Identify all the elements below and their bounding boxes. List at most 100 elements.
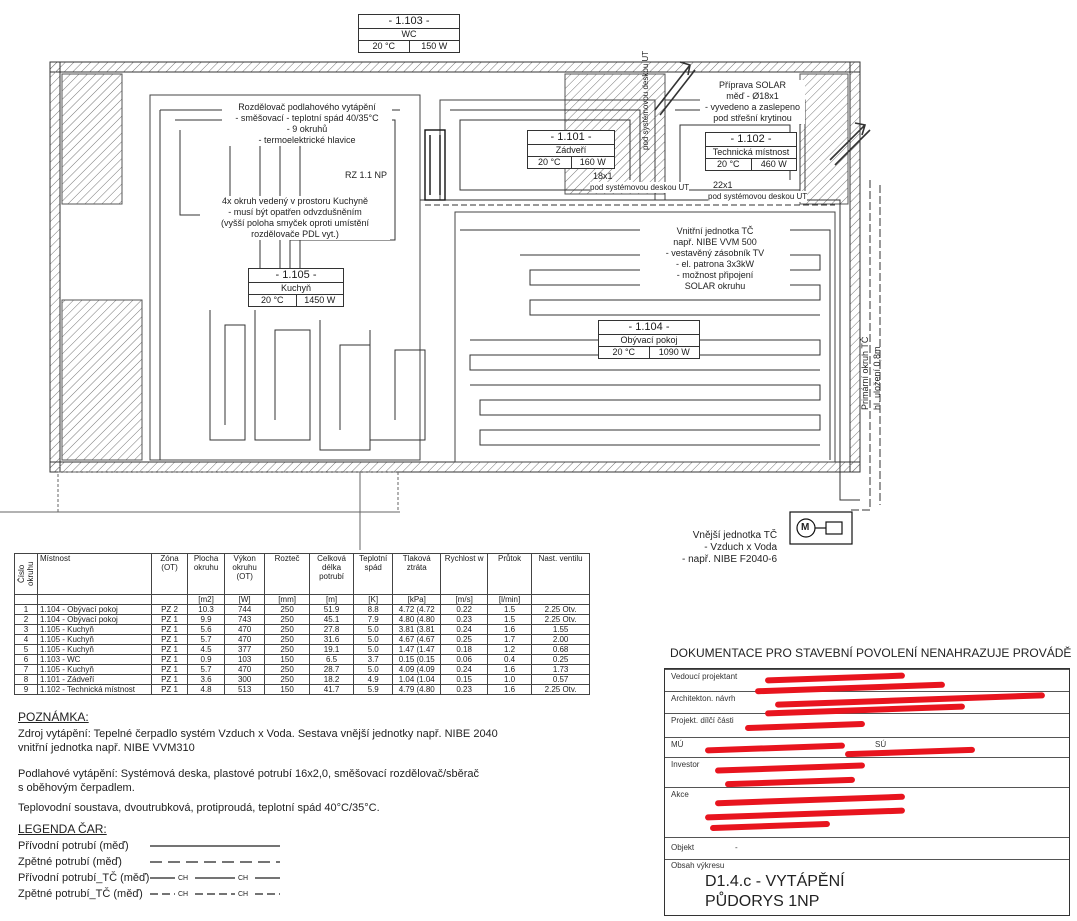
room-power: 150 W (421, 41, 448, 51)
table-cell: 5.0 (353, 664, 394, 675)
field-su: SÚ (875, 740, 887, 749)
room-name: Obývací pokoj (599, 335, 699, 347)
legend-item-supply-tc: Přívodní potrubí_TČ (měď) (18, 872, 150, 884)
pipe-18-label: 18x1 (593, 171, 613, 181)
rz-label: RZ 1.1 NP (345, 170, 388, 180)
table-cell: PZ 1 (150, 664, 189, 675)
table-cell: 1.73 (531, 664, 590, 675)
redaction-mark (724, 776, 856, 788)
table-cell: 28.7 (308, 664, 355, 675)
solar-line: - vyvedeno a zaslepeno (704, 102, 801, 112)
table-cell: 5.0 (353, 644, 394, 655)
table-unit-cell: [mm] (264, 594, 310, 605)
room-power: 460 W (760, 159, 787, 169)
table-cell: 1.04 (1.04 (392, 674, 442, 685)
circuit-table: Číslo okruhu Místnost Zóna (OT) Plocha o… (14, 553, 590, 695)
table-cell: 5.7 (187, 634, 225, 645)
table-cell: 1.105 - Kuchyň (37, 664, 152, 675)
table-cell: PZ 1 (150, 654, 189, 665)
legend-ch-mark-2: CH (238, 875, 249, 882)
field-akce: Akce (671, 790, 689, 799)
table-cell: PZ 2 (150, 604, 189, 615)
table-cell: 19.1 (308, 644, 355, 655)
table-cell: 250 (264, 624, 310, 635)
table-cell: 1.104 - Obývací pokoj (37, 614, 152, 625)
title-block-header: DOKUMENTACE PRO STAVEBNÍ POVOLENÍ NENAHR… (670, 646, 1072, 660)
room-name: Zádveří (528, 145, 614, 157)
table-cell: PZ 1 (150, 634, 189, 645)
redaction-mark (714, 762, 866, 774)
table-cell: 2.25 Otv. (531, 604, 590, 615)
manifold-line: Rozdělovač podlahového vytápění (238, 102, 376, 112)
manifold-line: - termoelektrické hlavice (258, 135, 356, 145)
manifold-line: - směšovací - teplotní spád 40/35°C (235, 113, 379, 123)
th-length: Celková délka potrubí (308, 553, 355, 595)
arrows (654, 61, 871, 166)
notes-source-2: vnitřní jednotka např. NIBE VVM310 (18, 742, 195, 754)
table-cell: 6 (14, 654, 38, 665)
th-pressure: Tlaková ztráta (392, 553, 442, 595)
solar-note: Příprava SOLAR měď - Ø18x1 - vyvedeno a … (700, 80, 805, 124)
room-id: - 1.104 - (599, 321, 699, 335)
th-velocity: Rychlost w (440, 553, 488, 595)
table-cell: 0.4 (486, 654, 533, 665)
table-cell: 150 (264, 654, 310, 665)
redaction-mark (704, 807, 906, 821)
table-cell: 2.25 Otv. (531, 614, 590, 625)
table-cell: 8.8 (353, 604, 394, 615)
table-unit-cell (150, 594, 189, 605)
table-cell: PZ 1 (150, 624, 189, 635)
table-cell: 1.102 - Technická místnost (37, 684, 152, 695)
manifold-line: - 9 okruhů (286, 124, 328, 134)
field-obsah: Obsah výkresu (671, 861, 725, 870)
kitchen-note: 4x okruh vedený v prostoru Kuchyně - mus… (200, 196, 390, 240)
table-cell: 3.7 (353, 654, 394, 665)
table-cell: 27.8 (308, 624, 355, 635)
table-cell: 2.00 (531, 634, 590, 645)
notes-floor-1: Podlahové vytápění: Systémová deska, pla… (18, 768, 480, 780)
legend-item-supply: Přívodní potrubí (měď) (18, 840, 129, 852)
table-cell: 2 (14, 614, 38, 625)
table-cell: 0.06 (440, 654, 488, 665)
table-cell: 0.15 (0.15 (392, 654, 442, 665)
table-cell: 4.67 (4.67 (392, 634, 442, 645)
table-cell: 744 (223, 604, 266, 615)
table-cell: 250 (264, 614, 310, 625)
table-unit-cell: [m/s] (440, 594, 488, 605)
indoor-unit-note: Vnitřní jednotka TČ např. NIBE VVM 500 -… (640, 226, 790, 292)
indoor-unit-line: Vnitřní jednotka TČ (676, 226, 754, 236)
kitchen-note-line: - musí být opatřen odvzdušněním (228, 207, 362, 217)
table-cell: 8 (14, 674, 38, 685)
redaction-mark (709, 820, 831, 832)
table-cell: 1.103 - WC (37, 654, 152, 665)
table-cell: 0.25 (440, 634, 488, 645)
table-cell: 513 (223, 684, 266, 695)
field-investor: Investor (671, 760, 700, 769)
redaction-mark (714, 793, 906, 807)
table-cell: 300 (223, 674, 266, 685)
room-temp: 20 °C (706, 159, 752, 170)
table-cell: 1.5 (486, 604, 533, 615)
table-cell: 1.6 (486, 624, 533, 635)
redaction-mark (764, 672, 906, 684)
table-cell: 3.6 (187, 674, 225, 685)
table-cell: 1.6 (486, 684, 533, 695)
table-unit-cell: [K] (353, 594, 394, 605)
table-cell: 4.80 (4.80 (392, 614, 442, 625)
table-cell: 51.9 (308, 604, 355, 615)
redaction-mark (744, 720, 866, 732)
indoor-unit-line: např. NIBE VVM 500 (673, 237, 757, 247)
room-name: Technická místnost (706, 147, 796, 159)
table-cell: 250 (264, 644, 310, 655)
table-cell: 5.7 (187, 664, 225, 675)
notes-title: POZNÁMKA: (18, 710, 89, 724)
table-cell: 0.15 (440, 674, 488, 685)
table-cell: 0.24 (440, 664, 488, 675)
table-cell: 1.6 (486, 664, 533, 675)
